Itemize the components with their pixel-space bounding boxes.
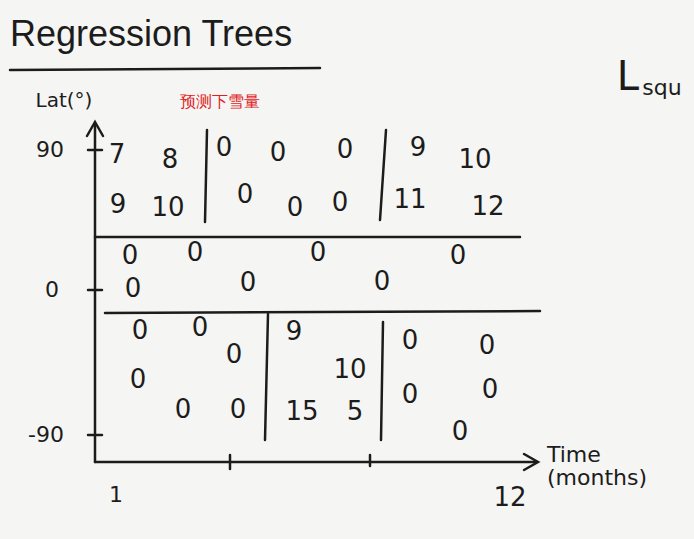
axis-label: L (617, 55, 639, 97)
axis-label: 0 (45, 278, 59, 301)
split-line (265, 314, 268, 440)
cell-value: 8 (162, 146, 179, 173)
cell-value: 0 (270, 139, 287, 166)
cell-value: 0 (402, 327, 419, 354)
y-axis-arrow (87, 122, 103, 136)
cell-value: 0 (192, 314, 209, 341)
cell-value: 9 (410, 134, 427, 161)
cell-value: 9 (286, 318, 303, 345)
tick (369, 455, 372, 466)
cell-value: 0 (482, 376, 499, 403)
tick (88, 149, 102, 152)
cell-value: 10 (458, 146, 491, 173)
tick (229, 455, 232, 469)
cell-value: 0 (452, 418, 469, 445)
y-axis (94, 124, 97, 462)
cell-value: 0 (175, 396, 192, 423)
split-line (105, 311, 540, 313)
tick (88, 289, 102, 292)
cell-value: 10 (333, 356, 366, 383)
x-axis (95, 461, 536, 464)
cell-value: 0 (237, 181, 254, 208)
cell-value: 0 (216, 134, 233, 161)
x-axis-arrow (524, 454, 538, 470)
axis-label: Lat(°) (36, 90, 93, 111)
cell-value: 0 (132, 317, 149, 344)
split-line (95, 236, 520, 239)
axis-label: 1 (109, 483, 123, 506)
split-line (205, 130, 207, 222)
cell-value: 0 (287, 194, 304, 221)
cell-value: 0 (187, 239, 204, 266)
cell-value: 0 (374, 268, 391, 295)
split-line (381, 322, 383, 440)
cell-value: 0 (226, 341, 243, 368)
cell-value: 0 (479, 332, 496, 359)
cell-value: 7 (109, 141, 126, 168)
cell-value: 0 (337, 136, 354, 163)
cell-value: 0 (402, 381, 419, 408)
cell-value: 9 (110, 191, 127, 218)
cell-value: 5 (347, 398, 364, 425)
cell-value: 11 (393, 186, 426, 213)
cell-value: 15 (285, 398, 318, 425)
cell-value: 0 (130, 366, 147, 393)
cell-value: 12 (471, 193, 504, 220)
cell-value: 0 (332, 189, 349, 216)
axis-label: -90 (28, 423, 64, 446)
cell-value: 0 (450, 242, 467, 269)
cell-value: 0 (122, 242, 139, 269)
axis-label: 90 (36, 138, 64, 161)
axis-label: squ (642, 76, 681, 99)
cell-value: 0 (240, 269, 257, 296)
cell-value: 0 (230, 396, 247, 423)
tick (88, 434, 102, 437)
split-line (380, 130, 386, 220)
axis-label: 12 (493, 484, 526, 511)
title-underline (10, 68, 320, 70)
cell-value: 0 (310, 239, 327, 266)
cell-value: 0 (125, 275, 142, 302)
cell-value: 10 (151, 194, 184, 221)
axis-label: Time (months) (547, 443, 647, 489)
title: Regression Trees (10, 14, 292, 54)
axis-label: 预测下雪量 (180, 94, 260, 111)
